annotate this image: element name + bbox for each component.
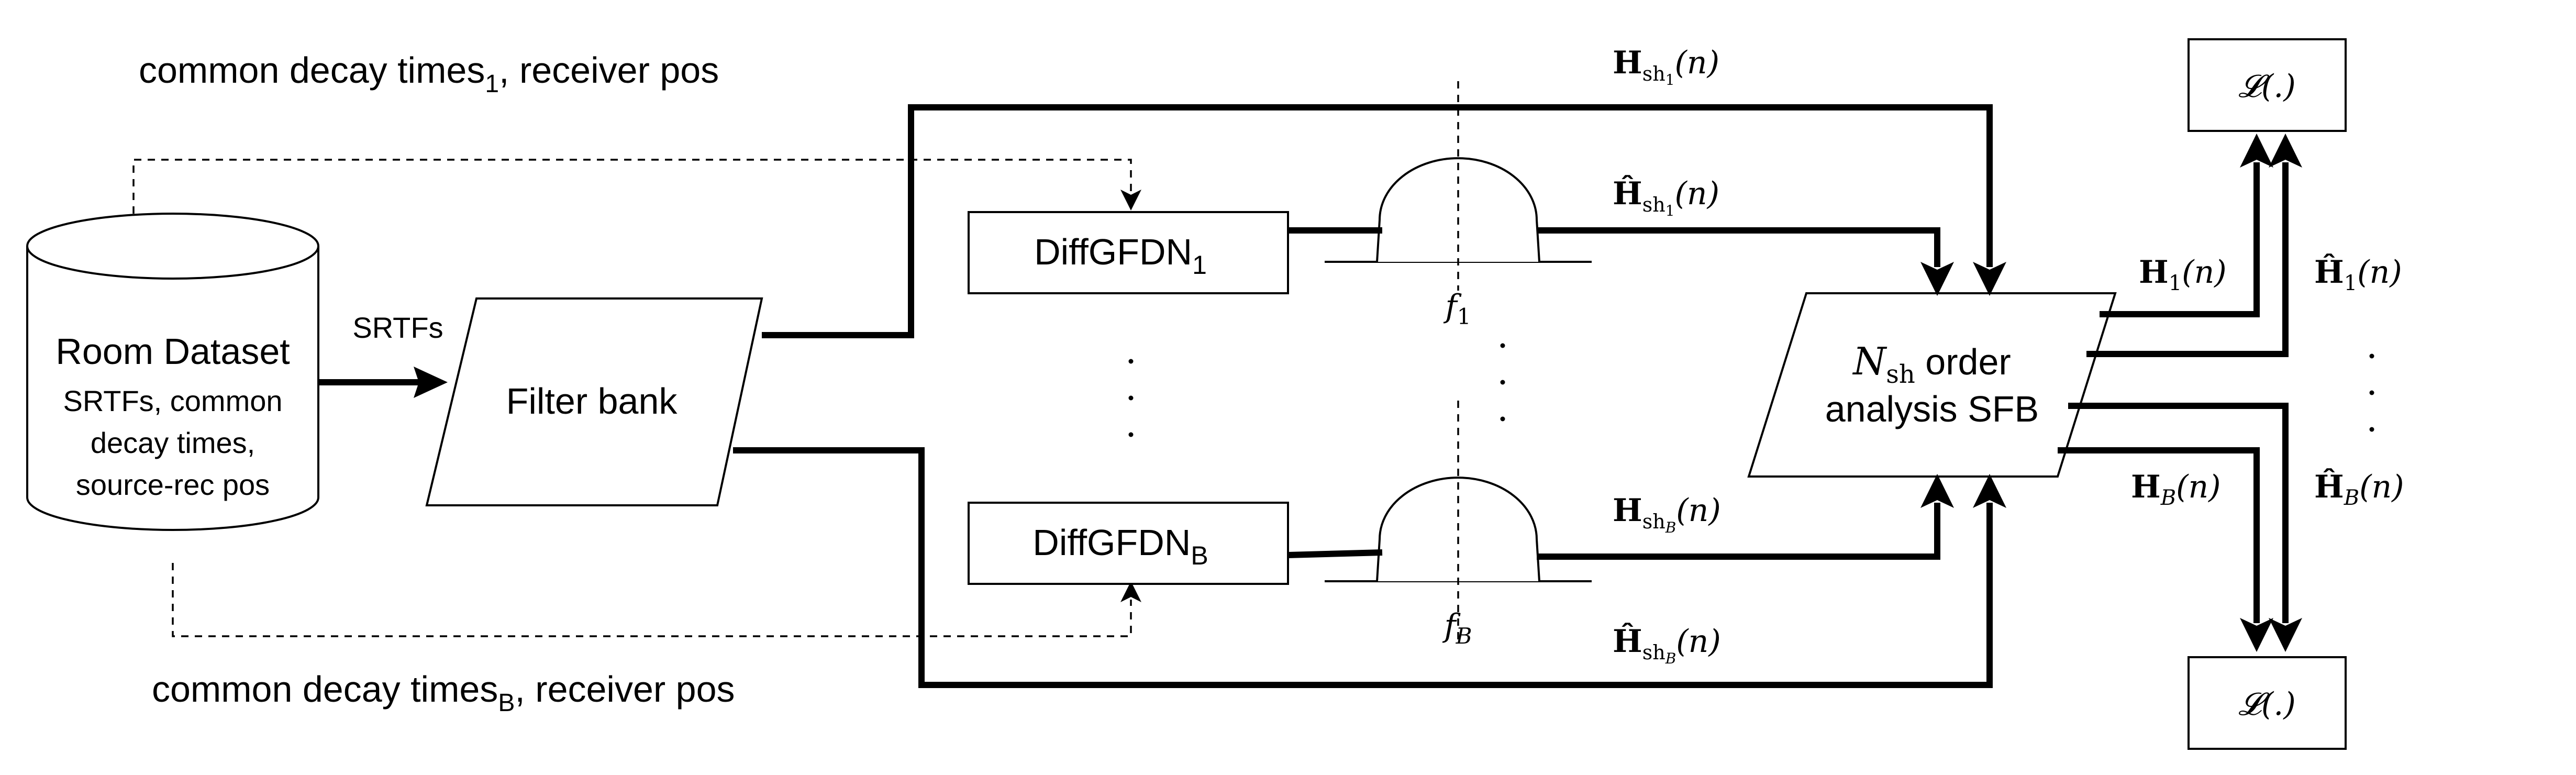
path-h-sh1 [762, 104, 2006, 338]
loss-box-top: 𝓛(.) [2188, 38, 2347, 132]
srtfs-label: SRTFs [352, 311, 443, 344]
loss-label-top: 𝓛(.) [2238, 68, 2296, 105]
srtfs-arrow: SRTFs [318, 311, 448, 398]
dashed-line-bottom [172, 563, 1132, 637]
filter-bank: Filter bank [425, 297, 763, 506]
path-hb [2058, 447, 2273, 652]
filter-b-label: fB [1442, 607, 1472, 649]
label-h-shb-hat: ĤshB(n) [1613, 623, 1721, 667]
filter-1-label: f1 [1444, 288, 1471, 329]
path-h-shb [733, 447, 2006, 688]
loss-label-bottom: 𝓛(.) [2238, 686, 2296, 723]
room-dataset-line-3: source-rec pos [76, 468, 270, 501]
label-h1-hat: Ĥ1(n) [2314, 253, 2402, 295]
ellipsis-outputs [2369, 353, 2374, 432]
room-dataset-title: Room Dataset [55, 331, 290, 372]
diffgfdn-1-label: DiffGFDN1 [1034, 231, 1207, 280]
diffgfdn-b-label: DiffGFDNB [1032, 522, 1208, 570]
label-h-sh1-hat: Ĥsh1(n) [1613, 175, 1719, 219]
label-hb-hat: ĤB(n) [2314, 468, 2404, 510]
path-h1-hat [2086, 134, 2302, 357]
sfb-line-2: analysis SFB [1825, 389, 2039, 429]
room-dataset-cylinder: Room Dataset SRTFs, common decay times, … [26, 213, 319, 531]
path-hb-hat [2068, 403, 2302, 652]
diffgfdn-b-box: DiffGFDNB [968, 502, 1289, 585]
dashed-line-top [132, 159, 1132, 214]
filter-bank-label: Filter bank [506, 381, 678, 422]
ellipsis-filters [1500, 343, 1505, 422]
path-h-shb-hat [1537, 474, 1954, 560]
label-h-shb: HshB(n) [1613, 492, 1721, 536]
label-h1: H1(n) [2139, 254, 2227, 295]
path-h-sh1-hat [1537, 227, 1954, 296]
path-h1 [2100, 134, 2273, 317]
loss-box-bottom: 𝓛(.) [2188, 656, 2347, 750]
label-h-sh1: Hsh1(n) [1613, 45, 1719, 88]
bottom-caption: common decay timesB, receiver pos [152, 669, 735, 717]
connector-diffgfdn-b-filter [1287, 549, 1383, 558]
top-caption: common decay times1, receiver pos [139, 50, 719, 98]
sfb-block: Nsh order analysis SFB [1747, 292, 2117, 478]
filter-shape-1: f1 [1325, 81, 1592, 329]
dashed-arrow-bottom [1120, 581, 1141, 602]
sfb-line-1: Nsh order [1852, 339, 2011, 389]
room-dataset-line-2: decay times, [91, 426, 255, 459]
diffgfdn-1-box: DiffGFDN1 [968, 211, 1289, 294]
filter-shape-b: fB [1325, 401, 1592, 649]
label-hb: HB(n) [2131, 469, 2221, 510]
ellipsis-diffgfdn [1128, 359, 1134, 437]
room-dataset-line-1: SRTFs, common [63, 384, 282, 417]
dashed-arrow-top [1120, 190, 1141, 211]
